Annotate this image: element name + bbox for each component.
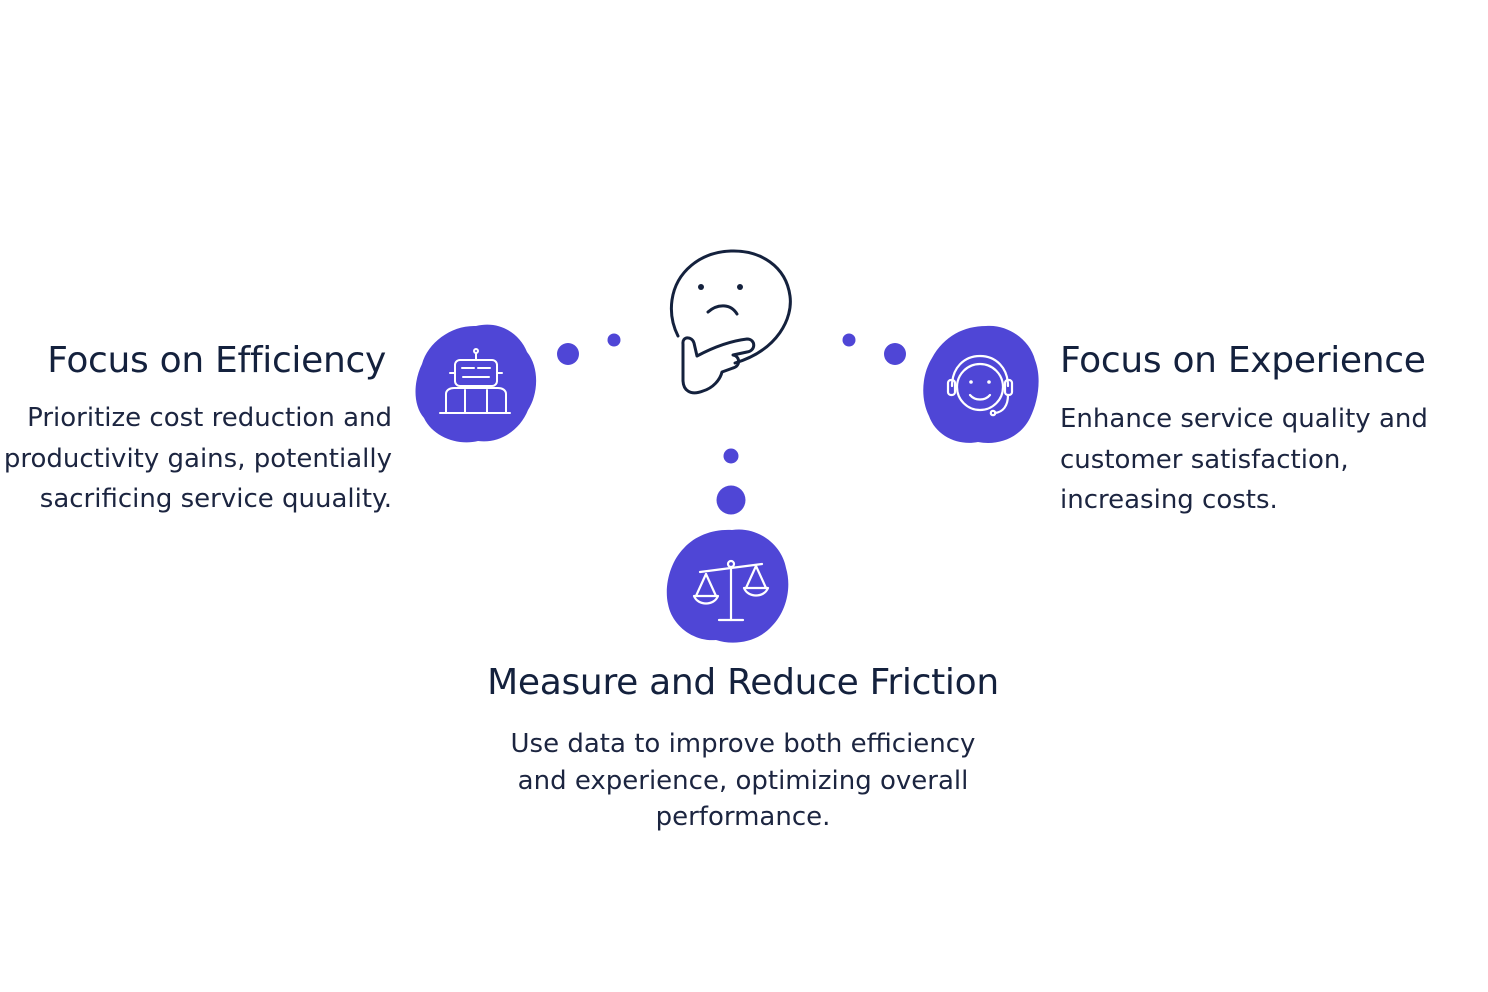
- efficiency-description: Prioritize cost reduction and productivi…: [4, 398, 392, 520]
- experience-description-line: Enhance service quality and: [1060, 404, 1428, 434]
- connector-dot: [842, 333, 856, 347]
- friction-blob: [666, 529, 789, 643]
- efficiency-badge: [415, 324, 537, 443]
- experience-title: Focus on Experience: [1060, 340, 1426, 381]
- connector-dot: [716, 485, 746, 515]
- friction-badge: [666, 529, 789, 643]
- friction-description: Use data to improve both efficiency and …: [483, 726, 1003, 836]
- experience-description: Enhance service quality and customer sat…: [1060, 399, 1428, 521]
- friction-title: Measure and Reduce Friction: [487, 662, 999, 703]
- efficiency-description-line: Prioritize cost reduction and: [27, 403, 392, 433]
- friction-description-line: and experience, optimizing overall: [517, 765, 969, 796]
- experience-blob: [923, 325, 1039, 443]
- balance-scale-icon: [692, 559, 770, 622]
- thinking-face-icon: [669, 249, 792, 395]
- efficiency-title: Focus on Efficiency: [47, 340, 386, 381]
- experience-description-line: customer satisfaction,: [1060, 444, 1349, 475]
- friction-description-line: Use data to improve both efficiency: [510, 729, 976, 759]
- efficiency-description-line: productivity gains, potentially: [3, 443, 392, 474]
- connector-dots-bottom: [716, 448, 746, 515]
- connector-dot: [557, 343, 579, 365]
- robot-icon: [439, 348, 511, 414]
- friction-description-line: performance.: [655, 802, 831, 832]
- connector-dot: [884, 343, 906, 365]
- efficiency-blob: [415, 324, 537, 443]
- connector-dots-left: [557, 333, 621, 365]
- efficiency-description-line: sacrificing service quuality.: [39, 484, 392, 514]
- connector-dots-right: [842, 333, 906, 365]
- experience-description-line: increasing costs.: [1060, 485, 1278, 515]
- headset-agent-icon: [946, 354, 1014, 417]
- connector-dot: [607, 333, 621, 347]
- experience-badge: [923, 325, 1039, 443]
- connector-dot: [723, 448, 739, 464]
